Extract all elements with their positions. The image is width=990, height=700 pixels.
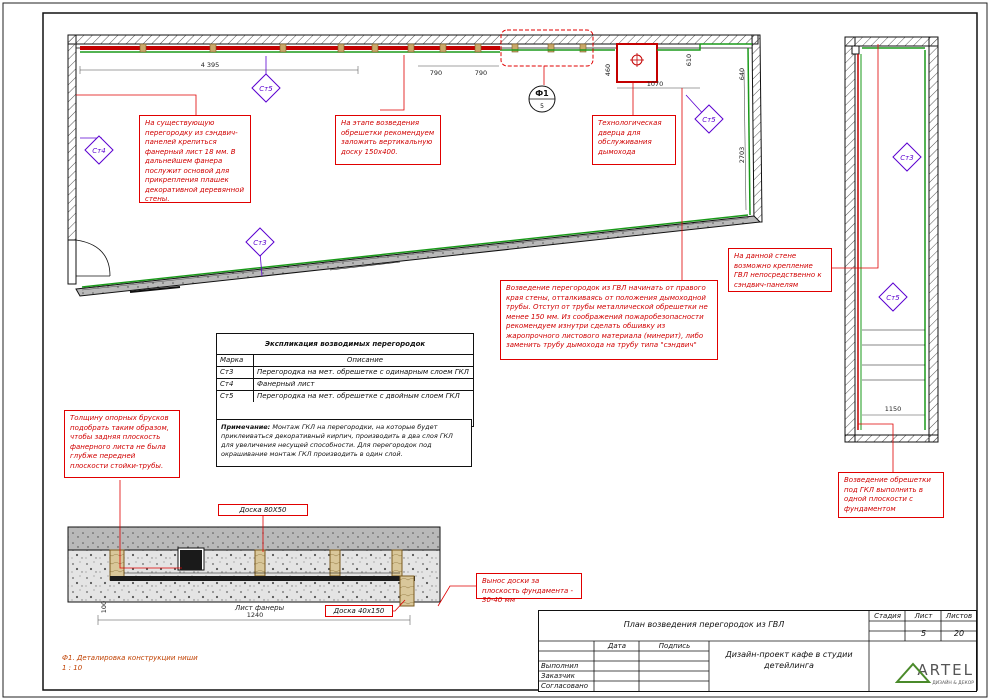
tag-st5-right [694, 104, 724, 134]
legend-title: Экспликация возводимых перегородок [217, 334, 473, 355]
brand-logo-mark [895, 662, 932, 683]
side-wall-plan: 1150 Ст3 Ст5 [805, 36, 939, 473]
tag-st5-top [251, 73, 281, 103]
dim-1150: 1150 [885, 405, 902, 413]
role-client: Заказчик [541, 672, 575, 680]
legend-row: Ст4 Фанерный лист [217, 379, 473, 391]
brand-logo: ARTEL [917, 661, 974, 679]
role-done: Выполнил [541, 662, 579, 670]
tag-st3-side [892, 142, 922, 172]
remark-text: Монтаж ГКЛ на перегородки, на которые бу… [221, 423, 453, 458]
brand-subtitle: ДИЗАЙН & ДЕКОР [932, 681, 974, 686]
note-service-door: Технологическая дверца для обслуживания … [592, 115, 676, 165]
note-board-offset: Вынос доски за плоскость фундамента - 30… [476, 573, 582, 604]
svg-text:Ст3: Ст3 [900, 154, 913, 162]
note-plywood-sandwich: На существующую перегородку из сэндвич-п… [139, 115, 251, 203]
dim-790-b: 790 [475, 69, 487, 77]
svg-text:Ст3: Ст3 [253, 239, 266, 247]
label-plywood-sheet: Лист фанеры [235, 604, 285, 612]
sheet-label: Лист [914, 612, 933, 620]
remark-block: Примечание: Монтаж ГКЛ на перегородки, н… [216, 419, 472, 467]
legend-col-mark: Марка [217, 355, 254, 366]
svg-text:Ст4: Ст4 [92, 147, 105, 155]
title-block-grid [539, 611, 976, 691]
sheet-number: 5 [920, 629, 927, 638]
detail-caption: Ф1. Деталировка конструкции ниши [62, 654, 198, 662]
tag-st3-bottom [245, 227, 275, 257]
partition-legend-table: Экспликация возводимых перегородок Марка… [216, 333, 474, 427]
tag-st5-side [878, 282, 908, 312]
sheet-title: План возведения перегородок из ГВЛ [623, 620, 785, 629]
stage-label: Стадия [874, 612, 901, 620]
dim-100: 100 [100, 601, 108, 613]
dim-1070: 1070 [647, 80, 664, 88]
dim-1240: 1240 [247, 611, 264, 619]
legend-col-desc: Описание [346, 356, 384, 364]
dim-2703: 2703 [738, 147, 746, 164]
dim-610: 610 [685, 54, 693, 66]
svg-text:Ст5: Ст5 [259, 85, 273, 93]
dim-4395: 4 395 [201, 61, 220, 69]
remark-label: Примечание: [221, 423, 271, 431]
tag-st4 [84, 135, 114, 165]
dim-460: 460 [604, 64, 612, 76]
sheets-total: 20 [953, 629, 965, 638]
note-vertical-board: На этапе возведения обрешетки рекомендуе… [335, 115, 441, 165]
dim-790-a: 790 [430, 69, 442, 77]
detail-f1: 1240 100 [67, 480, 476, 625]
svg-text:Ст5: Ст5 [886, 294, 900, 302]
date-label: Дата [607, 642, 627, 650]
svg-text:Ст5: Ст5 [702, 116, 716, 124]
signature-label: Подпись [658, 642, 691, 650]
role-agreed: Согласовано [541, 682, 589, 690]
note-support-bars: Толщину опорных брусков подобрать таким … [64, 410, 180, 478]
legend-row: Ст3 Перегородка на мет. обрешетке с один… [217, 367, 473, 379]
label-board-40x150: Доска 40х150 [325, 605, 393, 617]
note-chimney-start: Возведение перегородок из ГВЛ начинать о… [500, 280, 718, 360]
legend-row: Ст5 Перегородка на мет. обрешетке с двой… [217, 391, 473, 402]
sheets-label: Листов [945, 612, 973, 620]
legend-header-row: Марка Описание [217, 355, 473, 367]
detail-scale: 1 : 10 [62, 664, 83, 672]
project-title: Дизайн-проект кафе в студии детейлинга [725, 650, 853, 670]
label-board-80x50: Доска 80Х50 [218, 504, 308, 516]
dim-640: 640 [738, 68, 746, 80]
main-floor-plan: Ф1 5 4 395 790 790 460 1070 610 640 2703… [67, 29, 763, 297]
title-block: План возведения перегородок из ГВЛ Стади… [538, 610, 977, 692]
note-lathing-plane: Возведение обрешетки под ГКЛ выполнить в… [838, 472, 944, 518]
section-marker-label: Ф1 [535, 89, 549, 98]
note-sandwich-wall: На данной стене возможно крепление ГВЛ н… [728, 248, 832, 292]
section-marker-sheet: 5 [540, 103, 544, 110]
